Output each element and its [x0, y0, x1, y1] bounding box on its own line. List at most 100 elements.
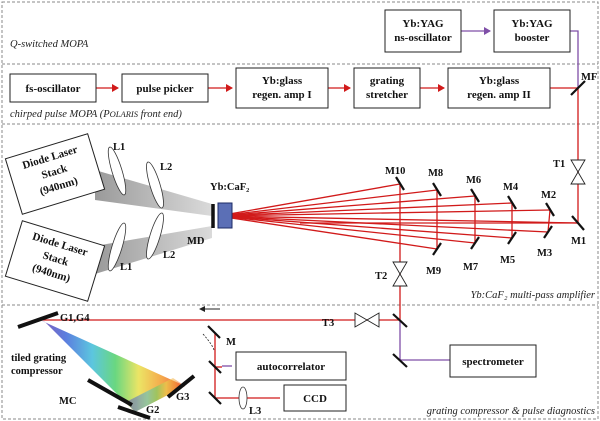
mirror-m7	[470, 236, 480, 250]
lens-l2-top	[146, 161, 164, 209]
caption-compressor: grating compressor & pulse diagnostics	[427, 406, 595, 417]
crystal-ybcaf2	[217, 202, 233, 229]
fs-oscillator-box: fs-oscillator	[9, 73, 97, 103]
mirror-m4	[507, 195, 517, 210]
mirror-after-t2	[392, 313, 408, 328]
mirror-m3	[543, 225, 553, 239]
label-g3: G3	[176, 392, 189, 403]
pass-line	[217, 195, 476, 217]
pass-line	[217, 209, 551, 217]
mirror-flip-arrow	[202, 333, 215, 351]
label-m10: M10	[385, 166, 405, 177]
label-g1g4: G1,G4	[60, 313, 90, 324]
grating-g1-g4	[17, 311, 59, 329]
diode-stack-bottom: Diode Laser Stack (940nm)	[4, 220, 106, 302]
box-line: CCD	[303, 393, 327, 405]
label-t3: T3	[322, 318, 334, 329]
mirror-m	[207, 325, 221, 339]
telescope-half	[392, 261, 408, 275]
caption-chirped: chirped pulse MOPA (POLARIS front end)	[10, 109, 182, 120]
mirror-m9	[432, 242, 442, 256]
pulse-picker-box: pulse picker	[121, 73, 209, 103]
label-g2: G2	[146, 405, 159, 416]
label-m1: M1	[571, 236, 586, 247]
mirror-m6	[470, 188, 480, 203]
label-crystal: Yb:CaF₂	[210, 182, 249, 193]
mirror-m10	[395, 176, 405, 191]
beam-regen2-to-amplifier	[300, 87, 579, 224]
box-line: Yb:glass	[479, 75, 520, 87]
box-line: regen. amp I	[252, 89, 311, 101]
mirror-m8	[432, 182, 442, 197]
regen-amp-1-box: Yb:glass regen. amp I	[235, 67, 329, 109]
dispersed-spectrum	[40, 320, 185, 412]
pass-line	[217, 215, 513, 239]
pass-link	[547, 209, 551, 233]
label-m8: M8	[428, 168, 443, 179]
label-t2: T2	[375, 271, 387, 282]
telescope-t1	[570, 159, 586, 185]
telescope-half	[354, 312, 368, 328]
box-line: ns-oscillator	[394, 32, 452, 44]
label-l2-top: L2	[160, 162, 172, 173]
box-line: Yb:YAG	[402, 18, 444, 30]
box-line: grating	[370, 75, 405, 87]
mirror-m2	[545, 202, 555, 217]
yag-booster-box: Yb:YAG booster	[493, 9, 571, 53]
mirror-m5	[507, 231, 517, 245]
label-m4: M4	[503, 182, 519, 193]
label-l1-top: L1	[113, 142, 125, 153]
autocorrelator-box: autocorrelator	[235, 351, 347, 381]
direction-arrow-head	[199, 306, 205, 312]
beam-booster-to-mf	[570, 30, 579, 88]
chirped-beam-path	[96, 84, 579, 224]
telescope-half	[570, 171, 586, 185]
label-t1: T1	[553, 159, 565, 170]
mirror-diag	[208, 360, 222, 374]
telescope-t2	[392, 261, 408, 287]
pass-line	[217, 202, 513, 217]
spectrometer-box: spectrometer	[449, 344, 537, 378]
lens-l1-bottom	[107, 222, 127, 272]
label-m5: M5	[500, 255, 515, 266]
pass-line	[217, 183, 401, 217]
mirror-m1	[571, 215, 585, 231]
box-line: stretcher	[366, 89, 408, 101]
label-tiled-line2: compressor	[11, 366, 63, 377]
label-m2: M2	[541, 190, 556, 201]
label-m7: M7	[463, 262, 478, 273]
lens-l3	[238, 386, 248, 410]
label-m: M	[226, 337, 236, 348]
mirror-ccd	[208, 391, 222, 405]
box-line: regen. amp II	[467, 89, 531, 101]
box-line: pulse picker	[136, 83, 193, 95]
dispersed-spectrum-return	[126, 378, 185, 412]
grating-g3	[166, 374, 196, 399]
yag-ns-oscillator-box: Yb:YAG ns-oscillator	[384, 9, 462, 53]
label-tiled-line1: tiled grating	[11, 353, 67, 364]
label-l2-bottom: L2	[163, 250, 175, 261]
lens-l2-bottom	[146, 212, 164, 260]
regen-amp-2-box: Yb:glass regen. amp II	[447, 67, 551, 109]
grating-g2	[117, 405, 151, 420]
box-line: fs-oscillator	[26, 83, 81, 95]
telescope-half	[366, 312, 380, 328]
label-mc: MC	[59, 396, 77, 407]
lens-l1-top	[107, 146, 127, 196]
label-m3: M3	[537, 248, 552, 259]
label-m6: M6	[466, 175, 481, 186]
multipass-fan	[217, 183, 579, 320]
label-mf: MF	[581, 72, 597, 83]
grating-stretcher-box: grating stretcher	[353, 67, 421, 109]
telescope-half	[392, 273, 408, 287]
label-m9: M9	[426, 266, 441, 277]
telescope-t3	[354, 312, 380, 328]
label-md: MD	[187, 236, 205, 247]
mirror-mf	[570, 80, 586, 96]
pass-line	[217, 215, 579, 224]
mirror-mc	[87, 378, 133, 407]
ccd-box: CCD	[283, 384, 347, 412]
box-line: booster	[515, 32, 550, 44]
telescope-half	[570, 159, 586, 173]
